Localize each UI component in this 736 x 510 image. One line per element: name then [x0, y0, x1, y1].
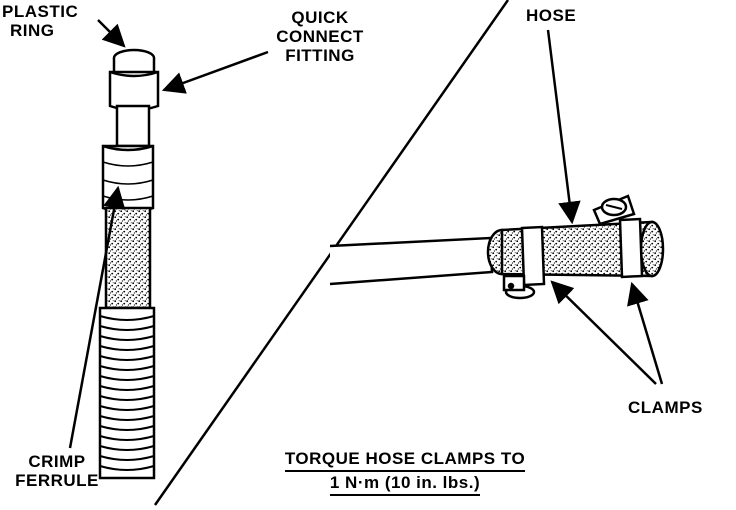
- crimp-ferrule-arrow: [68, 185, 126, 449]
- corrugated-hose: [98, 306, 156, 480]
- left-clamp-band: [520, 225, 546, 287]
- quick-connect-body: [108, 70, 160, 112]
- metal-tube: [329, 236, 494, 286]
- corrugation-ribs: [99, 315, 155, 471]
- crimp-ferrule-label: CRIMP FERRULE: [15, 452, 99, 490]
- quick-connect-fitting-label: QUICK CONNECT FITTING: [276, 8, 364, 65]
- right-clamp-band: [618, 217, 644, 279]
- leader-arrows: [68, 19, 664, 449]
- hose-arrow: [546, 29, 581, 225]
- torque-caption-line2: 1 N·m (10 in. lbs.): [329, 472, 481, 496]
- right-clamp-screw: [592, 194, 636, 226]
- torque-caption: TORQUE HOSE CLAMPS TO 1 N·m (10 in. lbs.…: [250, 448, 560, 496]
- quick-connect-hose-assembly: [98, 48, 160, 480]
- fitting-neck: [115, 104, 151, 148]
- torque-caption-line1: TORQUE HOSE CLAMPS TO: [284, 448, 526, 472]
- crimp-ferrule: [101, 144, 155, 214]
- left-clamp-screw: [502, 274, 536, 300]
- clamps-arrow-left: [550, 280, 657, 385]
- hose-clamp-assembly: [329, 194, 665, 300]
- hose-label: HOSE: [526, 6, 577, 25]
- quick-connect-arrow: [161, 50, 269, 94]
- plastic-ring-arrow: [97, 19, 126, 48]
- clamps-arrow-right: [627, 281, 664, 385]
- clamps-label: CLAMPS: [628, 398, 703, 417]
- plastic-ring-label: PLASTIC RING: [2, 2, 79, 40]
